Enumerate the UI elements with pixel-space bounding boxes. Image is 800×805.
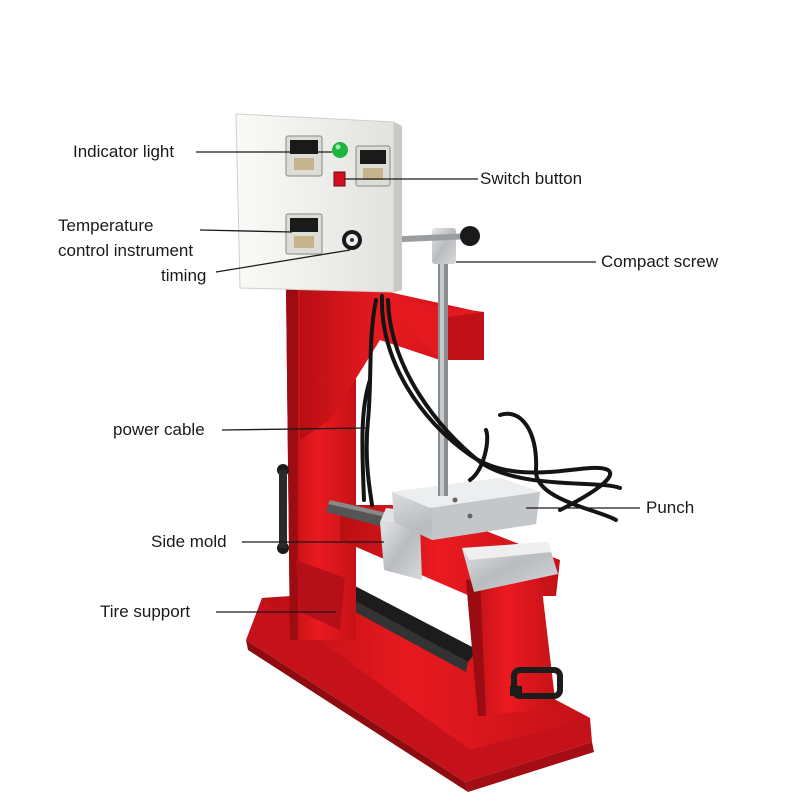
punch-block [392, 478, 558, 592]
label-temperature-line2: control instrument [58, 241, 194, 260]
label-side-mold: Side mold [151, 532, 227, 551]
leader-power-cable [221, 427, 367, 431]
control-box [235, 113, 402, 293]
c-frame [286, 282, 560, 716]
front-handle [510, 667, 563, 699]
label-power-cable: power cable [113, 420, 205, 439]
power-cables [360, 294, 622, 522]
label-punch: Punch [646, 498, 695, 517]
leader-lines [196, 151, 640, 613]
label-switch-button: Switch button [480, 169, 583, 188]
tire-support-bar [333, 586, 478, 672]
side-knobs [277, 464, 289, 554]
label-compact-screw: Compact screw [601, 252, 719, 271]
label-indicator-light: Indicator light [73, 142, 175, 161]
label-timing: timing [161, 266, 207, 285]
leader-temperature [199, 229, 293, 233]
compact-screw [371, 226, 480, 496]
leader-timing [215, 249, 351, 273]
label-tire-support: Tire support [100, 602, 191, 621]
label-temperature-line1: Temperature [58, 216, 154, 235]
